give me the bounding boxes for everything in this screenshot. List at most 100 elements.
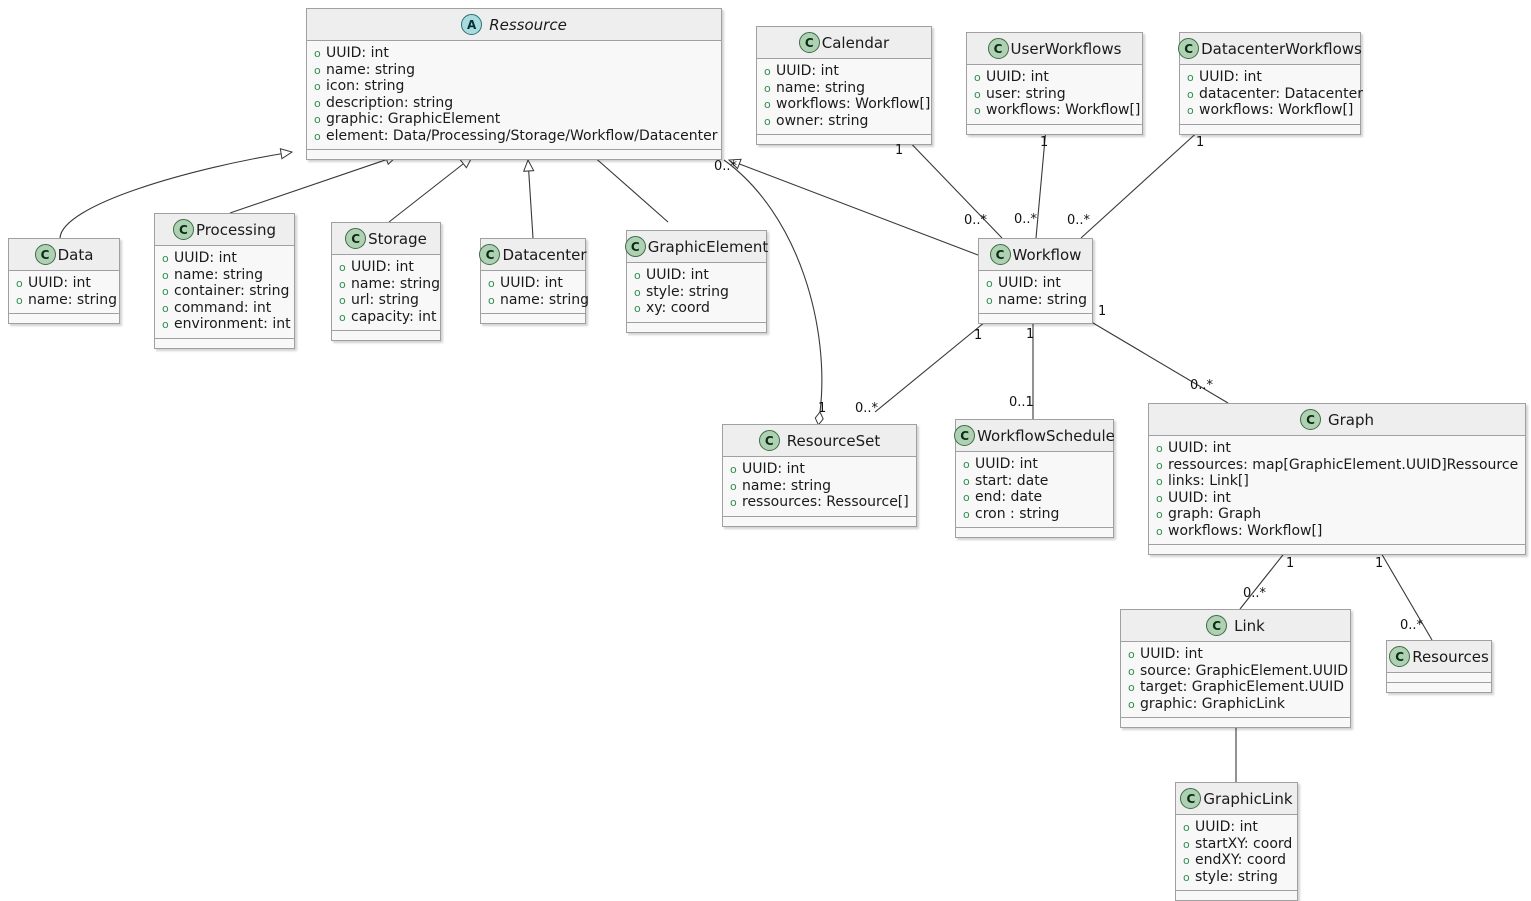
class-icon: C <box>345 228 367 249</box>
multiplicity-label: 1 <box>895 143 904 158</box>
attribute-text: icon: string <box>326 78 405 94</box>
public-visibility-icon: o <box>162 252 169 265</box>
class-methods-workflowschedule <box>956 528 1113 537</box>
attribute-text: name: string <box>742 477 832 494</box>
attribute-text: start: date <box>975 472 1049 489</box>
class-icon: C <box>1178 38 1200 59</box>
attribute-row: o owner: string <box>764 113 925 130</box>
public-visibility-icon: o <box>634 269 641 282</box>
multiplicity-label: 1 <box>1286 556 1295 571</box>
attribute-row: o ressources: map[GraphicElement.UUID]Res… <box>1156 457 1519 474</box>
public-visibility-icon: o <box>1183 870 1190 884</box>
attribute-text: graph: Graph <box>1168 506 1262 522</box>
attribute-text: workflows: Workflow[] <box>776 96 931 112</box>
multiplicity-label: 0..* <box>714 159 738 174</box>
attribute-text: container: string <box>174 283 290 299</box>
attribute-text: startXY: coord <box>1195 835 1293 852</box>
multiplicity-label: 1 <box>1026 327 1035 342</box>
class-icon: C <box>954 425 976 446</box>
public-visibility-icon: o <box>634 302 641 315</box>
multiplicity-label: 0..* <box>1067 213 1091 228</box>
attribute-text: name: string <box>174 266 264 283</box>
class-name-calendar: Calendar <box>821 33 890 52</box>
attribute-text: graphic: GraphicElement <box>326 111 501 127</box>
attribute-row: o description: string <box>314 95 715 112</box>
class-name-graphicelement: GraphicElement <box>647 237 769 256</box>
class-icon: C <box>1299 409 1321 430</box>
public-visibility-icon: o <box>1156 458 1163 472</box>
edge-storage-to-ressource <box>388 156 473 223</box>
public-visibility-icon: o <box>764 98 771 111</box>
attribute-text: description: string <box>326 94 454 111</box>
class-name-graphiclink: GraphicLink <box>1203 789 1293 808</box>
class-methods-resources <box>1387 683 1491 692</box>
class-icon: C <box>987 38 1009 59</box>
class-methods-datacenterworkflows <box>1180 124 1360 134</box>
class-methods-graphiclink <box>1176 891 1297 900</box>
class-methods-datacenter <box>481 314 585 323</box>
public-visibility-icon: o <box>1128 697 1135 711</box>
class-methods-graphicelement <box>627 322 766 332</box>
class-icon: C <box>172 219 194 240</box>
public-visibility-icon: o <box>314 96 321 110</box>
public-visibility-icon: o <box>764 114 771 128</box>
class-icon: C <box>1389 646 1411 667</box>
attribute-text: UUID: int <box>986 69 1049 85</box>
multiplicity-label: 1 <box>1040 135 1049 150</box>
public-visibility-icon: o <box>314 129 321 143</box>
attribute-text: style: string <box>646 283 729 300</box>
class-methods-ressource <box>307 150 721 159</box>
class-name-data: Data <box>57 245 94 264</box>
class-methods-calendar <box>757 135 931 144</box>
public-visibility-icon: o <box>314 63 321 77</box>
attribute-text: ressources: map[GraphicElement.UUID]Ress… <box>1168 456 1519 473</box>
attribute-text: owner: string <box>776 112 869 129</box>
abstract-class-icon: A <box>461 14 483 35</box>
